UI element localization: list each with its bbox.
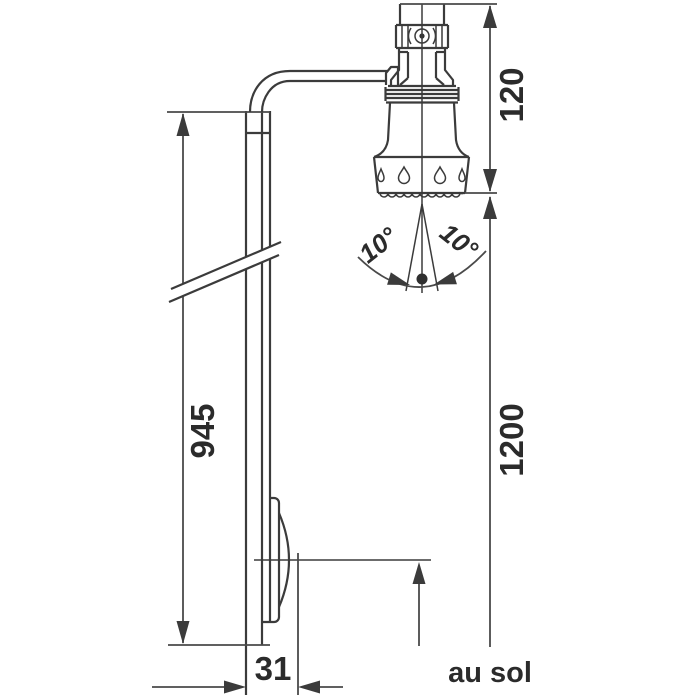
dim-120-label: 120 — [493, 67, 530, 122]
pipe-outer-line — [248, 69, 387, 113]
dim-1200-label: 1200 — [493, 403, 530, 476]
dim-945-label: 945 — [184, 403, 221, 458]
dimension-1200: 1200 — [483, 196, 530, 647]
angle-arrowhead-left — [387, 272, 410, 285]
bracket-foot-left — [399, 77, 409, 86]
shower-head — [372, 4, 471, 293]
bell-left — [373, 102, 392, 159]
angle-left-label: 10° — [353, 221, 403, 269]
reference-arrowhead-up — [412, 562, 426, 584]
bracket-left — [389, 48, 401, 85]
spray-angle: 10° 10° — [353, 203, 487, 292]
spray-nozzle-teeth — [379, 191, 465, 198]
dimension-120: 120 — [400, 3, 530, 194]
pipe-inner-line — [260, 79, 387, 113]
floor-label: au sol — [448, 657, 532, 689]
break-lines — [168, 240, 282, 304]
spray-ring-holes — [377, 165, 466, 185]
arrowhead-up — [483, 5, 497, 28]
teardrop-hole — [397, 165, 411, 185]
arrowhead-up — [176, 113, 190, 136]
angle-arrowhead-right — [434, 271, 457, 285]
dimension-945: 945 — [167, 111, 270, 646]
arrowhead-left — [298, 680, 320, 694]
pivot-dot — [416, 273, 428, 285]
arrowhead-down — [176, 621, 190, 644]
dim-31-label: 31 — [255, 650, 292, 687]
arrowhead-down — [483, 169, 497, 192]
band-side-left — [372, 156, 380, 194]
break-mask — [169, 242, 281, 302]
arrowhead-up — [483, 196, 497, 219]
break-line-lower — [168, 253, 280, 304]
dimension-31: 31 — [152, 650, 343, 694]
angle-right-label: 10° — [434, 217, 484, 265]
teardrop-hole — [433, 165, 447, 185]
supply-pipe — [248, 69, 387, 113]
bracket-right — [443, 48, 455, 85]
break-line-upper — [170, 240, 282, 291]
angle-arc — [357, 250, 487, 288]
spray-limit-right — [421, 203, 439, 292]
teardrop-hole-partial — [458, 166, 466, 183]
bracket-foot-right — [435, 77, 445, 86]
arrowhead-right — [224, 680, 246, 694]
bell-right — [452, 102, 470, 159]
sensor-paren-right — [432, 27, 437, 45]
floor-reference — [412, 562, 426, 646]
teardrop-hole-partial — [377, 166, 385, 183]
band-side-right — [463, 156, 471, 194]
pipe-fitting — [384, 65, 400, 85]
wall-column — [244, 111, 272, 695]
control-button — [254, 496, 431, 695]
spray-limit-left — [405, 203, 423, 292]
sensor-paren-left — [407, 27, 412, 45]
